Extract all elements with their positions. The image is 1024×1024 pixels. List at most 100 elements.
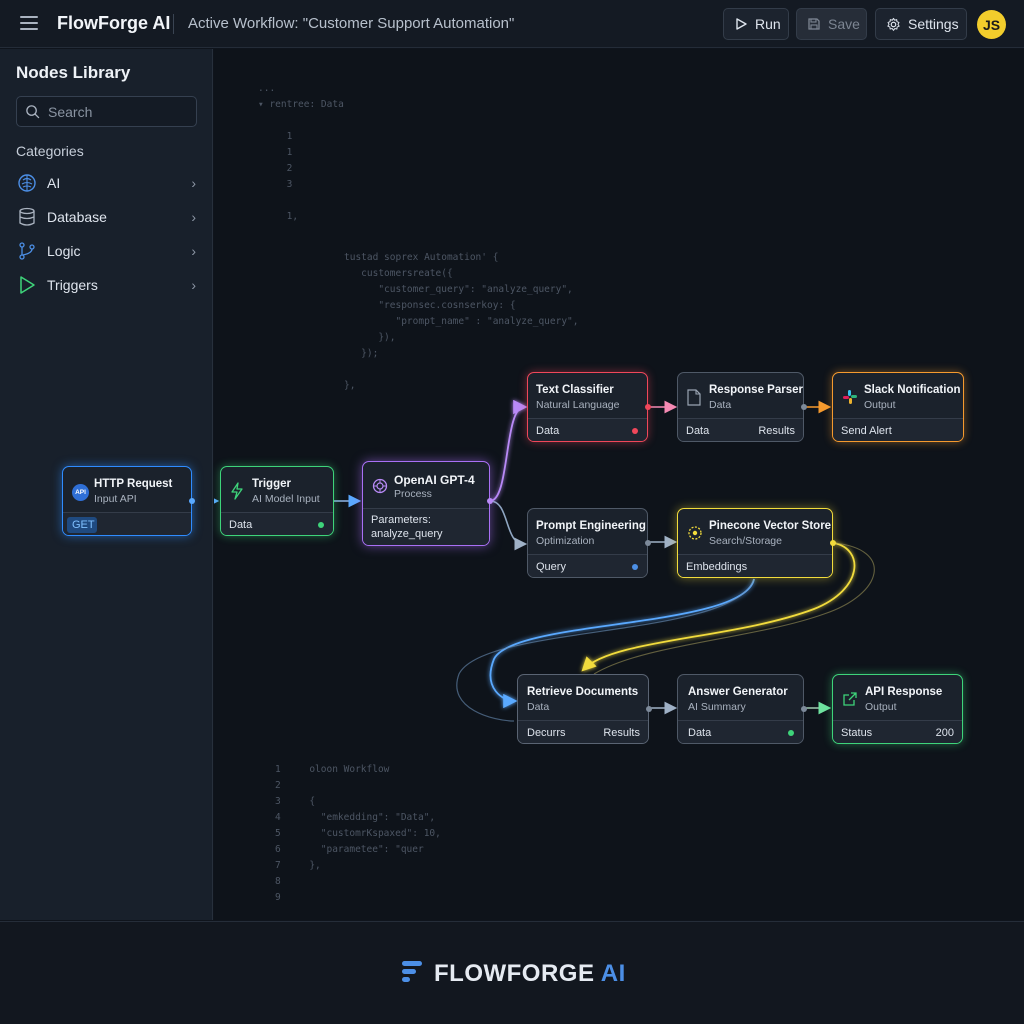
node-footer: Embeddings [678,554,832,577]
node-title: Answer Generator [688,686,788,698]
output-port[interactable] [646,706,652,712]
node-subtitle: AI Model Input [252,493,320,505]
node-title: Prompt Engineering [536,520,646,532]
node-http-request[interactable]: API HTTP Request Input API GET [62,466,192,536]
lightning-icon [231,482,243,500]
chevron-right-icon: › [191,277,196,293]
sidebar-item-database[interactable]: Database › [16,204,196,230]
api-icon: API [72,484,89,501]
output-label: Embeddings [686,561,748,573]
node-footer: GET [63,512,191,535]
parameters-label: Parameters: [371,514,431,526]
node-pinecone-vector-store[interactable]: Pinecone Vector Store Search/Storage Emb… [677,508,833,578]
node-subtitle: Optimization [536,535,595,547]
parameters-value: analyze_query [371,528,443,540]
sidebar-item-label: AI [47,175,61,191]
node-prompt-engineering[interactable]: Prompt Engineering Optimization Query [527,508,648,578]
node-title: Trigger [252,478,291,490]
sidebar-item-triggers[interactable]: Triggers › [16,272,196,298]
document-icon [687,389,701,406]
footer-brand-ai: AI [600,960,626,987]
input-label: Data [686,425,710,437]
menu-icon[interactable] [20,16,38,30]
chevron-right-icon: › [191,175,196,191]
save-icon [808,18,820,30]
header-divider [173,14,174,34]
output-port[interactable] [487,498,493,504]
node-title: API Response [865,686,943,698]
node-text-classifier[interactable]: Text Classifier Natural Language Data [527,372,648,442]
method-label: GET [72,519,95,531]
user-avatar[interactable]: JS [977,10,1006,39]
node-response-parser[interactable]: Response Parser Data Data Results [677,372,804,442]
sidebar-item-logic[interactable]: Logic › [16,238,196,264]
output-port[interactable] [318,522,324,528]
footer-bar: FLOWFORGE AI [0,921,1024,1024]
output-port[interactable] [189,498,195,504]
sidebar-item-label: Logic [47,243,81,259]
output-port[interactable] [830,540,836,546]
top-bar: FlowForge AI Active Workflow: "Customer … [0,0,1024,48]
node-footer: Status 200 [833,720,962,743]
output-port[interactable] [645,540,651,546]
node-subtitle: Data [527,701,550,713]
code-snippet-middle: tustad soprex Automation' { customersrea… [344,252,579,391]
node-subtitle: Natural Language [536,399,620,411]
output-port[interactable] [788,730,794,736]
node-footer: Data [678,720,803,743]
output-label: Results [758,425,795,437]
node-title: Slack Notification [864,384,961,396]
node-footer: Decurrs Results [518,720,648,743]
output-label: Query [536,561,566,573]
settings-button[interactable]: Settings [875,8,967,40]
node-retrieve-documents[interactable]: Retrieve Documents Data Decurrs Results [517,674,649,744]
node-title: Pinecone Vector Store [709,520,832,532]
output-label: Results [603,727,640,739]
action-label: Send Alert [841,425,892,437]
node-api-response[interactable]: API Response Output Status 200 [832,674,963,744]
footer-brand-main: FLOWFORGE [434,960,595,987]
search-box [16,96,197,127]
save-button[interactable]: Save [796,8,867,40]
output-label: Data [229,519,253,531]
sidebar-item-ai[interactable]: AI › [16,170,196,196]
node-subtitle: Search/Storage [709,535,782,547]
node-title: Retrieve Documents [527,686,639,698]
node-footer: Data [221,512,333,535]
code-snippet-top: ... ▾ rentree: Data 1 1 2 3 1, [258,83,344,222]
chevron-right-icon: › [191,243,196,259]
output-port[interactable] [801,404,807,410]
pinecone-icon [688,526,702,540]
node-slack-notification[interactable]: Slack Notification Output Send Alert [832,372,964,442]
node-answer-generator[interactable]: Answer Generator AI Summary Data [677,674,804,744]
output-label: Data [688,727,712,739]
status-value: 200 [935,727,954,739]
node-title: HTTP Request [94,478,173,490]
output-port[interactable] [801,706,807,712]
run-label: Run [755,16,781,32]
node-subtitle: Output [864,399,896,411]
workflow-canvas[interactable]: ... ▾ rentree: Data 1 1 2 3 1, tustad so… [214,49,1024,920]
node-openai-gpt4[interactable]: OpenAI GPT-4 Process Parameters: analyze… [362,461,490,546]
node-title: Response Parser [709,384,803,396]
status-label: Status [841,727,873,739]
output-port[interactable] [632,564,638,570]
node-footer: Send Alert [833,418,963,441]
sidebar-title: Nodes Library [16,63,131,82]
node-trigger[interactable]: Trigger AI Model Input Data [220,466,334,536]
run-button[interactable]: Run [723,8,789,40]
node-footer: Query [528,554,647,577]
node-footer: Data [528,418,647,441]
output-port[interactable] [632,428,638,434]
search-icon [26,105,40,119]
app-brand: FlowForge AI [57,13,171,33]
node-subtitle: Output [865,701,897,713]
output-port[interactable] [645,404,651,410]
sidebar-item-label: Triggers [47,277,98,293]
gear-icon [887,17,900,31]
node-subtitle: AI Summary [688,701,746,713]
slack-icon [843,390,857,404]
search-input[interactable] [48,103,188,120]
input-label: Decurrs [527,727,566,739]
node-footer: Data Results [678,418,803,441]
